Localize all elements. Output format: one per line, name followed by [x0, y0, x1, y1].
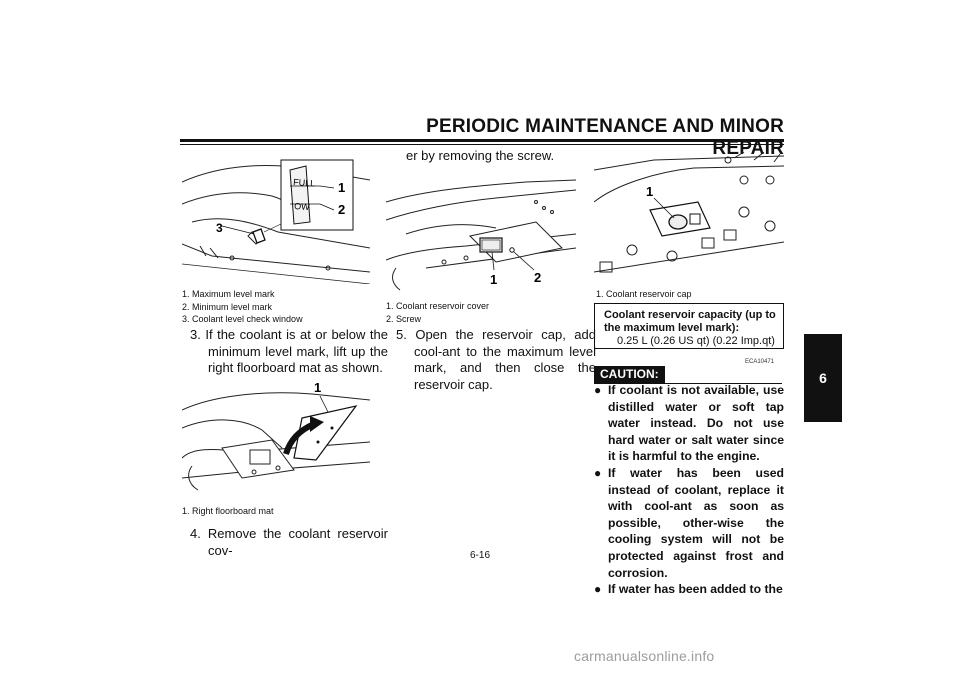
bullet-dot-icon: ● [594, 582, 602, 597]
bullet-dot-icon: ● [594, 383, 602, 397]
figure-coolant-reservoir-cap: 1 [594, 152, 784, 273]
figure1-callout-1: 1 [338, 180, 345, 195]
header-rule [180, 139, 784, 142]
gauge-low-label: OW [294, 201, 311, 212]
watermark: carmanualsonline.info [574, 648, 715, 664]
figure3-captions: 1. Coolant reservoir cover 2. Screw [386, 300, 576, 325]
caution-header: CAUTION: [594, 366, 782, 384]
figure1-captions: 1. Maximum level mark 2. Minimum level m… [182, 288, 372, 326]
caption-coolant-reservoir-cap: 1. Coolant reservoir cap [596, 289, 692, 299]
caution-bullet: ● If water has been added to the [594, 581, 784, 598]
figure3-callout-2: 2 [534, 270, 541, 285]
caption-right-floorboard-mat: 1. Right floorboard mat [182, 506, 274, 516]
figure2-captions: 1. Right floorboard mat [182, 505, 372, 518]
header-rule-thin [180, 144, 784, 145]
figure-right-floorboard-mat: 1 [182, 380, 370, 491]
step-4: 4. Remove the coolant reservoir cov- [190, 526, 388, 558]
caution-bullets: ● If coolant is not available, use disti… [594, 382, 784, 598]
figure1-callout-3: 3 [216, 221, 223, 235]
caution-bullet: ● If coolant is not available, use disti… [594, 382, 784, 465]
caption-screw: 2. Screw [386, 313, 422, 324]
figure3-callout-1: 1 [490, 272, 497, 287]
caution-label: CAUTION: [594, 366, 665, 383]
step-4-continuation: er by removing the screw. [406, 148, 555, 163]
caution-bullet: ● If water has been used instead of cool… [594, 465, 784, 581]
caption-level-check-window: 3. Coolant level check window [182, 314, 303, 324]
caption-minimum-level-mark: 2. Minimum level mark [182, 301, 273, 312]
step-5: 5. Open the reservoir cap, add cool-ant … [396, 327, 596, 392]
figure2-callout-1: 1 [314, 380, 321, 395]
caution-bullet-text: If water has been added to the [608, 582, 783, 597]
caution-bullet-text: If coolant is not available, use distill… [608, 383, 784, 464]
capacity-title: Coolant reservoir capacity (up to the ma… [604, 309, 776, 334]
capacity-box: Coolant reservoir capacity (up to the ma… [594, 303, 784, 349]
caution-ref-code: ECA10471 [745, 359, 775, 365]
step-3: 3. If the coolant is at or below the min… [190, 327, 388, 376]
figure4-callout-1: 1 [646, 184, 653, 199]
caution-bullet-text: If water has been used instead of coolan… [608, 465, 784, 580]
page-number: 6-16 [469, 550, 490, 561]
caption-coolant-reservoir-cover: 1. Coolant reservoir cover [386, 301, 490, 311]
bullet-dot-icon: ● [594, 465, 602, 480]
page-title: PERIODIC MAINTENANCE AND MINOR REPAIR [426, 116, 784, 159]
figure1-callout-2: 2 [338, 202, 345, 217]
figure-coolant-reservoir-cover: 1 2 [386, 179, 576, 291]
chapter-tab: 6 [804, 334, 842, 422]
chapter-tab-number: 6 [819, 370, 827, 386]
caption-maximum-level-mark: 1. Maximum level mark [182, 289, 275, 299]
figure-coolant-level-window: 3 FULL OW 1 2 [182, 159, 370, 284]
gauge-full-label: FULL [293, 177, 316, 189]
capacity-value: 0.25 L (0.26 US qt) (0.22 Imp.qt) [617, 335, 775, 347]
figure4-captions: 1. Coolant reservoir cap [596, 288, 784, 301]
